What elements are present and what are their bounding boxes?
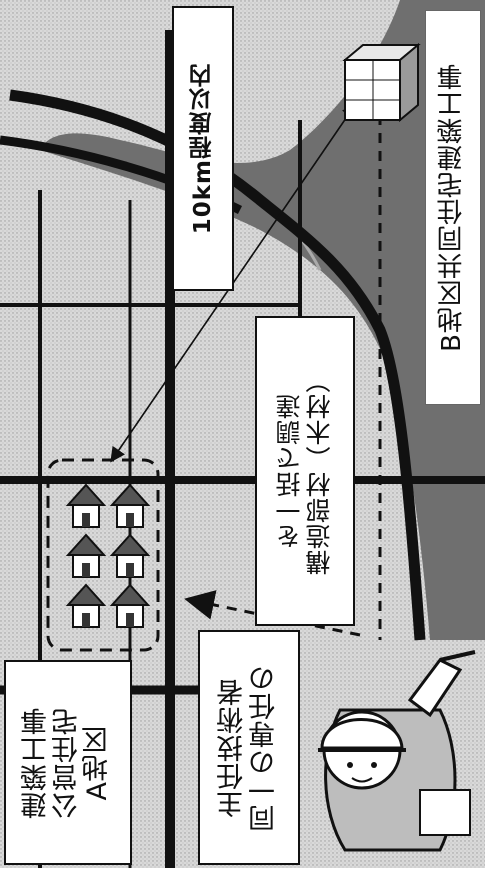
- engineer-text-line2: 主任技術者: [216, 677, 248, 818]
- engineer-figure-icon: [318, 650, 476, 852]
- engineer-label: 同一の専任の 主任技術者: [198, 630, 300, 865]
- site-a-text-line1: A地区: [82, 724, 114, 801]
- dashed-route-a: [184, 590, 361, 637]
- procurement-text-line2: を一括で調達: [274, 393, 304, 549]
- site-b-label: B地区共同住宅建築工事: [425, 10, 481, 405]
- site-a-text-line3: 建築工事: [21, 706, 53, 819]
- site-a-text-line2: 公営住宅: [51, 706, 83, 819]
- site-a-enclosure: [46, 458, 160, 652]
- main-road: [9, 89, 426, 641]
- building-icon: [342, 42, 421, 123]
- procurement-text-line1: 構造部材（木材）: [305, 367, 334, 575]
- distance-text: 10km程度以内: [189, 62, 216, 235]
- procurement-label: 構造部材（木材） を一括で調達: [255, 316, 355, 626]
- distance-label: 10km程度以内: [172, 6, 234, 291]
- river: [40, 0, 485, 640]
- site-b-text: B地区共同住宅建築工事: [437, 63, 468, 352]
- house-icon: [65, 483, 151, 628]
- site-a-label: A地区 公営住宅 建築工事: [4, 660, 132, 865]
- engineer-text-line1: 同一の専任の: [249, 663, 280, 832]
